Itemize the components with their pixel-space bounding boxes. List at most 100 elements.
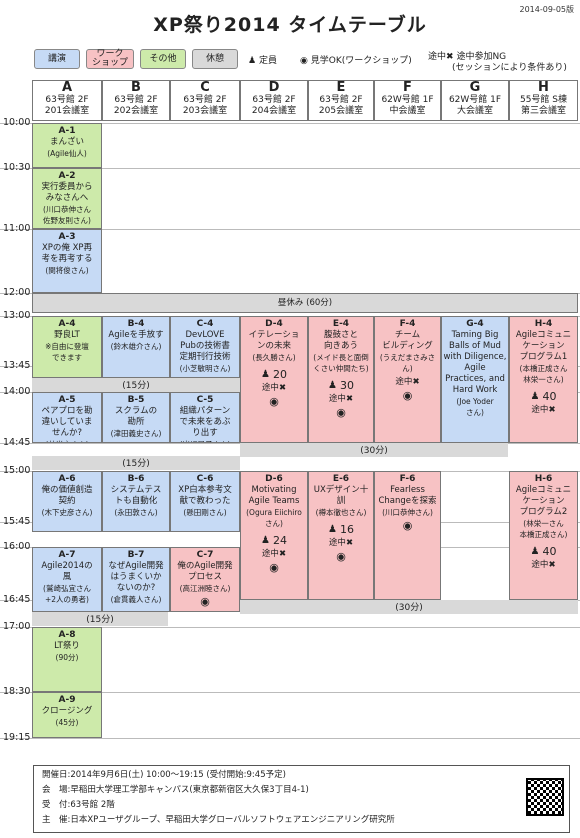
session-title: 腹鼓さと 向きあう bbox=[323, 330, 358, 351]
time-gridline bbox=[0, 123, 580, 124]
cross-icon: ✖ bbox=[278, 549, 287, 559]
session-id: E-6 bbox=[332, 474, 350, 484]
room-name: 中会議室 bbox=[389, 106, 426, 116]
session-id: A-9 bbox=[58, 695, 76, 705]
session-speaker: (懸田剛さん) bbox=[183, 508, 227, 517]
room-letter: H bbox=[538, 80, 549, 95]
no-late-join: 途中✖ bbox=[395, 377, 420, 387]
session-speaker: (林栄一さん 本橋正成さん) bbox=[519, 519, 568, 539]
time-gridline bbox=[0, 738, 580, 739]
session-speaker: (岩切晃子さん) bbox=[171, 439, 239, 442]
no-late-join: 途中✖ bbox=[531, 405, 556, 415]
capacity: ♟40 bbox=[530, 545, 557, 558]
session-title: XPの俺 XP再 考を再考する bbox=[41, 243, 93, 264]
person-icon: ♟ bbox=[530, 391, 540, 402]
session-id: B-5 bbox=[127, 395, 145, 405]
session-speaker: (長久勝さん) bbox=[252, 353, 296, 362]
no-late-join: 途中✖ bbox=[261, 383, 287, 393]
session-title: 実行委員から みなさんへ bbox=[41, 182, 93, 203]
time-label: 16:45 bbox=[3, 594, 31, 605]
time-label: 14:45 bbox=[3, 437, 31, 448]
room-letter: D bbox=[268, 80, 280, 95]
room-name: 大会議室 bbox=[456, 106, 493, 116]
cross-icon: ✖ bbox=[345, 538, 354, 548]
person-icon: ♟ bbox=[248, 56, 257, 66]
cross-icon: ✖ bbox=[446, 52, 454, 62]
room-name: 201会議室 bbox=[44, 106, 90, 116]
session-speaker: (関将俊さん) bbox=[45, 266, 89, 275]
person-icon: ♟ bbox=[328, 380, 337, 391]
session-id: A-1 bbox=[58, 126, 76, 136]
session-speaker: (林尚之さん) bbox=[33, 439, 101, 442]
session-id: A-5 bbox=[58, 395, 76, 405]
session-speaker: (川口恭伸さん) bbox=[382, 508, 433, 517]
session-title: Agileコミュニ ケーション プログラム2 bbox=[515, 485, 572, 517]
time-label: 16:00 bbox=[3, 541, 31, 552]
room-building: 62W号館 1F bbox=[381, 95, 434, 105]
session-speaker: (本橋正成さん 林栄一さん) bbox=[519, 364, 568, 384]
lunch-break: 昼休み (60分) bbox=[32, 293, 578, 313]
time-label: 13:45 bbox=[3, 360, 31, 371]
room-name: 205会議室 bbox=[318, 106, 364, 116]
session-id: A-2 bbox=[58, 171, 76, 181]
room-letter: F bbox=[403, 80, 412, 95]
cross-icon: ✖ bbox=[548, 560, 556, 570]
room-name: 202会議室 bbox=[113, 106, 159, 116]
gap-label: (15分) bbox=[32, 612, 168, 626]
session-title: クロージング bbox=[41, 706, 93, 716]
session-title: 俺の価値創造 契約 bbox=[41, 485, 93, 506]
session-title: XP白本参考文 献で教わった bbox=[178, 485, 232, 506]
session-title: Fearless Changeを探索 bbox=[378, 485, 437, 506]
eye-icon: ◉ bbox=[402, 519, 413, 532]
time-gridline bbox=[0, 627, 580, 628]
session-title: Agile2014の 風 bbox=[41, 561, 93, 582]
room-building: 63号館 2F bbox=[319, 95, 363, 105]
time-label: 17:00 bbox=[3, 621, 31, 632]
session-id: C-4 bbox=[196, 319, 214, 329]
no-late-join: 途中✖ bbox=[328, 394, 354, 404]
session-speaker: (永田敦さん) bbox=[114, 508, 158, 517]
room-letter: G bbox=[469, 80, 481, 95]
room-letter: C bbox=[200, 80, 210, 95]
session-id: B-4 bbox=[127, 319, 145, 329]
qr-code[interactable] bbox=[526, 778, 564, 816]
room-letter: B bbox=[131, 80, 141, 95]
session-id: A-8 bbox=[58, 630, 76, 640]
version-date: 2014-09-05版 bbox=[519, 5, 575, 14]
room-building: 63号館 2F bbox=[183, 95, 227, 105]
session-title: Agileを手放す bbox=[108, 330, 164, 340]
room-building: 63号館 2F bbox=[114, 95, 158, 105]
session-speaker: (鷲崎弘宜さん +2人の勇者) bbox=[43, 584, 91, 604]
session-speaker: (高江洲睦さん) bbox=[179, 584, 231, 593]
session-id: D-4 bbox=[265, 319, 283, 329]
time-label: 12:00 bbox=[3, 287, 31, 298]
